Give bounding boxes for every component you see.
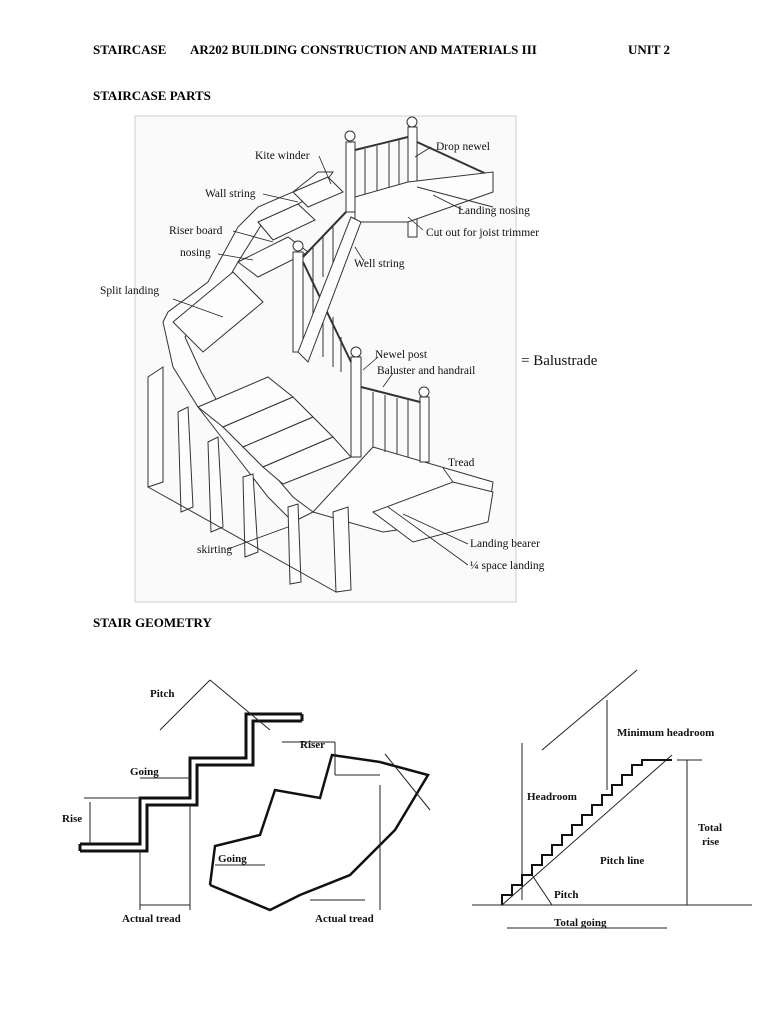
label-going: Going (130, 766, 159, 778)
label-headroom: Headroom (527, 791, 577, 803)
label-riser-board: Riser board (169, 225, 223, 237)
label-minimum-headroom: Minimum headroom (617, 727, 714, 739)
perspective-steps (208, 753, 430, 912)
label-landing-nosing: Landing nosing (458, 205, 530, 217)
label-drop-newel: Drop newel (436, 141, 490, 153)
section-title-parts: STAIRCASE PARTS (93, 88, 211, 103)
label-landing-bearer: Landing bearer (470, 538, 540, 550)
label-nosing: nosing (180, 247, 211, 259)
label-riser: Riser (300, 739, 325, 751)
label-rise: Rise (62, 813, 82, 825)
label-baluster-handrail: Baluster and handrail (377, 365, 475, 377)
label-actual-tread-left: Actual tread (122, 913, 181, 925)
balustrade-note: = Balustrade (521, 353, 598, 369)
label-skirting: skirting (197, 544, 232, 556)
label-pitch: Pitch (150, 688, 174, 700)
label-newel-post: Newel post (375, 349, 428, 361)
staircase-drawing (147, 116, 494, 593)
label-going-2: Going (218, 853, 247, 865)
header-left: STAIRCASE (93, 42, 167, 57)
headroom-lines (472, 669, 752, 929)
label-quarter-landing: ¼ space landing (470, 560, 545, 572)
leader-lines (172, 146, 469, 566)
label-tread: Tread (448, 457, 475, 469)
label-pitch-line: Pitch line (600, 855, 644, 867)
header-unit: UNIT 2 (628, 42, 671, 57)
label-total-going: Total going (554, 917, 607, 929)
header-course: AR202 BUILDING CONSTRUCTION AND MATERIAL… (190, 42, 537, 57)
label-cut-out: Cut out for joist trimmer (426, 227, 539, 239)
stair-geometry-left-diagram: Pitch Riser Going Rise Going Actual trea… (62, 679, 431, 925)
label-total-rise: rise (702, 836, 719, 848)
label-kite-winder: Kite winder (255, 150, 310, 162)
stair-geometry-right-diagram: Minimum headroom Headroom Total rise Pit… (472, 669, 752, 929)
label-split-landing: Split landing (100, 285, 159, 297)
label-actual-tread-right: Actual tread (315, 913, 374, 925)
staircase-parts-figure: Kite winder Drop newel Wall string Landi… (100, 115, 598, 603)
label-total: Total (698, 822, 722, 834)
stair-profile (78, 712, 304, 853)
label-pitch-right: Pitch (554, 889, 578, 901)
section-title-geometry: STAIR GEOMETRY (93, 615, 212, 630)
dimension-lines (84, 679, 431, 910)
label-well-string: Well string (354, 258, 405, 270)
label-wall-string: Wall string (205, 188, 256, 200)
step-profile (501, 759, 672, 905)
